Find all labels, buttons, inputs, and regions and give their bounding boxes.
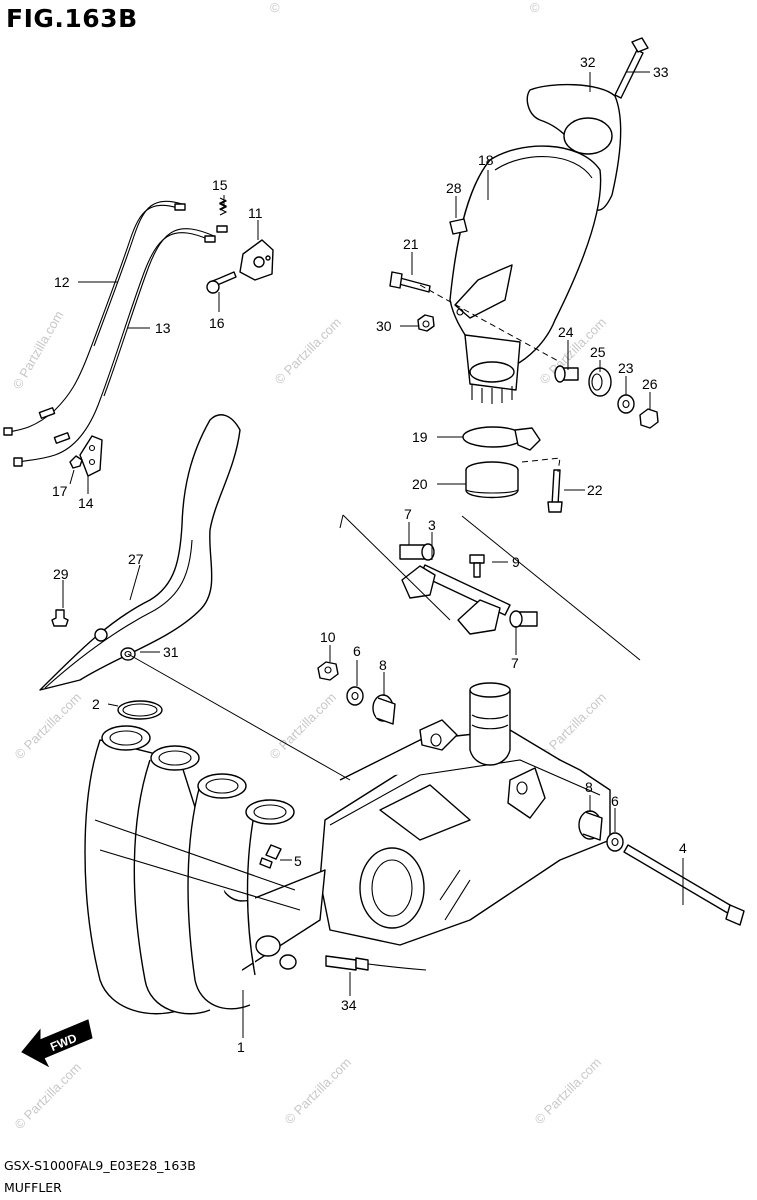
callout-15: 15 [212,177,228,193]
callout-31: 31 [163,644,179,660]
callout-13: 13 [155,320,171,336]
callout-6-lower: 6 [611,793,619,809]
callout-2: 2 [92,696,100,712]
muffler-18 [449,145,602,404]
collar-7-lower [509,610,538,628]
section-name: MUFFLER [4,1180,62,1195]
bolt-29 [51,609,69,627]
callout-30: 30 [376,318,392,334]
callout-25: 25 [590,344,606,360]
cable-12 [3,200,186,436]
watermark-copyright: © [530,0,540,15]
bolt-9 [469,554,485,578]
gasket-2 [117,700,163,720]
callout-20: 20 [412,476,428,492]
callout-12: 12 [54,274,70,290]
collar-7-upper [399,543,435,561]
collar-24 [554,365,579,383]
bracket-14 [79,435,103,477]
callout-27: 27 [128,551,144,567]
watermark: © Partzilla.com [12,1060,85,1133]
gasket-20 [465,461,519,499]
clamp-19 [462,426,541,451]
callout-leaders [62,71,684,1038]
rubber-28 [449,218,468,235]
callout-7-lower: 7 [511,655,519,671]
bracket-guide-line [342,514,451,621]
watermark: © Partzilla.com [12,690,85,763]
bolt-5 [259,844,282,869]
rubber-8-upper [372,694,396,725]
callout-19: 19 [412,429,428,445]
callout-18: 18 [478,152,494,168]
rubber-8-lower [578,810,603,841]
nut-30 [417,314,435,332]
callout-33: 33 [653,64,669,80]
figure-title: FIG.163B [6,4,138,33]
callout-26: 26 [642,376,658,392]
watermark: © Partzilla.com [272,315,345,388]
callout-10: 10 [320,629,336,645]
callout-29: 29 [53,566,69,582]
spring-15 [216,197,228,233]
callout-21: 21 [403,236,419,252]
bracket-3 [401,564,511,635]
callout-4: 4 [679,840,687,856]
washer-6-lower [606,832,624,852]
watermark: © Partzilla.com [267,690,340,763]
bracket-guide-line [461,515,641,661]
bolt-21 [389,271,431,293]
callout-14: 14 [78,495,94,511]
callout-17: 17 [52,483,68,499]
watermark: © Partzilla.com [537,690,610,763]
callout-22: 22 [587,482,603,498]
bracket-11 [239,239,274,281]
callout-3: 3 [428,517,436,533]
callout-6-upper: 6 [353,643,361,659]
watermark-copyright: © [270,0,280,15]
cable-13 [13,228,216,467]
clamp-dashline [521,457,561,473]
callout-7-upper: 7 [404,506,412,522]
washer-6-upper [346,686,364,706]
exhaust-header-1 [84,725,326,1015]
bolt-33 [614,37,649,99]
mount-dashline [419,284,561,363]
callout-9: 9 [512,554,520,570]
bolt-16 [206,271,237,294]
callout-11: 11 [248,205,263,221]
callout-28: 28 [446,180,462,196]
callout-labels: 1 2 3 4 5 6 6 7 7 8 8 9 10 11 12 13 14 1… [52,54,687,1055]
callout-34: 34 [341,997,357,1013]
callout-16: 16 [209,315,225,331]
callout-32: 32 [580,54,596,70]
watermark: © Partzilla.com [532,1055,605,1128]
washer-23 [617,394,635,414]
callout-8-lower: 8 [585,779,593,795]
nut-10 [317,661,339,681]
heat-shield-27 [39,414,241,691]
callout-5: 5 [294,853,302,869]
callout-24: 24 [558,324,574,340]
callout-23: 23 [618,360,634,376]
o2-sensor-34 [325,955,427,971]
bolt-4 [623,844,745,926]
callout-1: 1 [237,1039,245,1055]
rubber-25 [588,367,612,397]
model-code: GSX-S1000FAL9_E03E28_163B [4,1158,196,1173]
bolt-22 [547,469,563,513]
fwd-direction-arrow: FWD [21,1019,93,1068]
exhaust-chamber [319,682,611,946]
callout-8-upper: 8 [379,657,387,673]
nut-26 [639,408,659,429]
watermark: © Partzilla.com [282,1055,355,1128]
screw-17 [69,455,83,469]
watermark: © Partzilla.com [10,308,67,391]
bracket-guide-line [339,514,344,529]
